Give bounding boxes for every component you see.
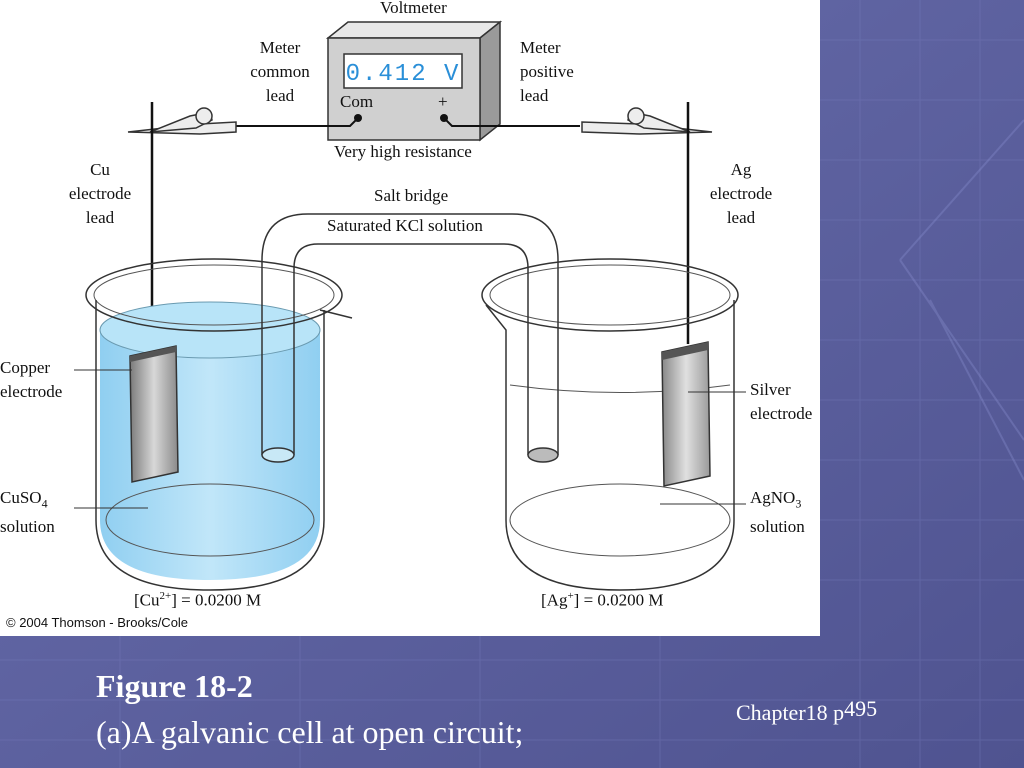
cu-concentration-label: [Cu2+] = 0.0200 M <box>134 590 262 610</box>
silver-beaker <box>481 258 739 591</box>
cu-electrode-lead-label: Cu electrode lead <box>68 160 132 227</box>
chapter-page-reference: Chapter18 p495 <box>736 696 878 725</box>
left-alligator-clip <box>127 107 237 135</box>
silver-electrode-label: Silver electrode <box>750 380 813 423</box>
meter-display <box>343 53 463 89</box>
voltmeter-label: Voltmeter <box>380 0 447 17</box>
silver-electrode <box>661 341 711 487</box>
com-label: Com <box>340 92 374 111</box>
copper-electrode <box>129 345 179 483</box>
galvanic-cell-diagram: 0.412 V <box>74 20 746 591</box>
ag-concentration-label: [Ag+] = 0.0200 M <box>541 590 664 610</box>
plus-label: + <box>438 92 448 111</box>
meter-leads <box>236 117 580 127</box>
figure-title: Figure 18-2 <box>96 668 253 704</box>
leader-lines <box>74 369 746 509</box>
copyright-notice: © 2004 Thomson - Brooks/Cole <box>6 615 189 630</box>
salt-bridge <box>261 213 559 463</box>
copper-beaker <box>85 258 353 591</box>
cuso4-solution-label: CuSO4 solution <box>0 488 55 537</box>
high-resistance-label: Very high resistance <box>334 142 472 161</box>
agno3-solution-label: AgNO3 solution <box>750 488 805 537</box>
ag-electrode-lead-label: Ag electrode lead <box>709 160 773 227</box>
meter-reading: 0.412 V <box>346 61 461 88</box>
salt-bridge-label: Salt bridge <box>374 186 449 205</box>
figure-panel: 0.412 V Voltmeter Meter common lead Mete… <box>0 0 820 636</box>
meter-positive-lead-label: Meter positive lead <box>520 38 574 105</box>
kcl-solution-label: Saturated KCl solution <box>327 216 483 235</box>
right-alligator-clip <box>581 107 713 135</box>
figure-caption: (a)A galvanic cell at open circuit; <box>96 714 524 750</box>
meter-common-lead-label: Meter common lead <box>250 38 310 105</box>
copper-electrode-label: Copper electrode <box>0 358 63 401</box>
